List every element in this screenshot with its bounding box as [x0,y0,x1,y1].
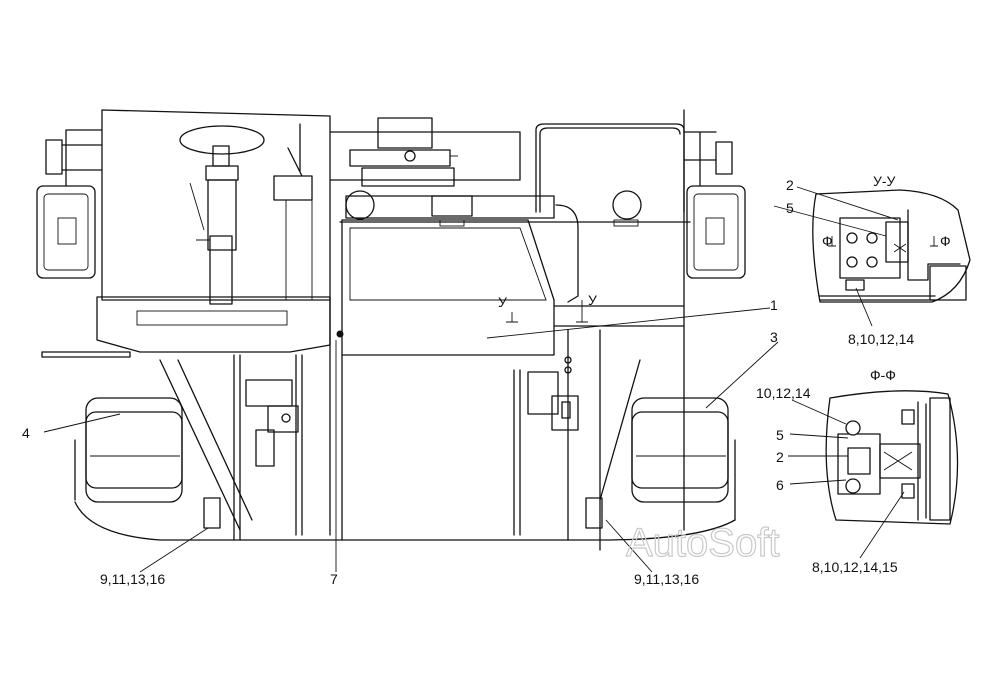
callout-5-section-f: 5 [776,427,784,443]
center-frame [233,329,601,551]
callout-7: 7 [330,571,338,587]
callout-10-section-f: 10,12,14 [756,385,811,401]
section-title-f-f: Ф-Ф [870,367,896,383]
bottom-frame [74,359,736,541]
operator-platform [41,109,331,358]
callout-2-section-f: 2 [776,449,784,465]
watermark: AutoSoft [626,521,779,565]
callout-6-section-f: 6 [776,477,784,493]
right-rail [535,123,685,303]
detail-u-u: Ф Ф [812,189,971,303]
left-mirror [36,129,103,279]
section-mark-u-left: У [498,294,507,310]
callout-2-section-u: 2 [786,177,794,193]
leader-lines [43,186,905,573]
cabin-center [329,109,691,541]
callout-1: 1 [770,297,778,313]
section-mark-f-right: Ф [940,233,951,249]
right-mirror [683,131,746,279]
section-cut-u: У У [498,292,597,323]
callout-3: 3 [770,329,778,345]
callout-8-section-u: 8,10,12,14 [848,331,914,347]
section-mark-u-right: У [588,292,597,308]
detail-f-f [825,390,959,525]
callout-8-section-f: 8,10,12,14,15 [812,559,898,575]
callout-9-left: 9,11,13,16 [100,571,165,587]
callout-9-right: 9,11,13,16 [634,571,699,587]
right-tank [585,397,729,529]
section-mark-f-left: Ф [822,233,833,249]
callout-4: 4 [22,425,30,441]
section-title-u-u: У-У [873,173,896,189]
left-tank [85,397,221,529]
callout-5-section-u: 5 [786,200,794,216]
